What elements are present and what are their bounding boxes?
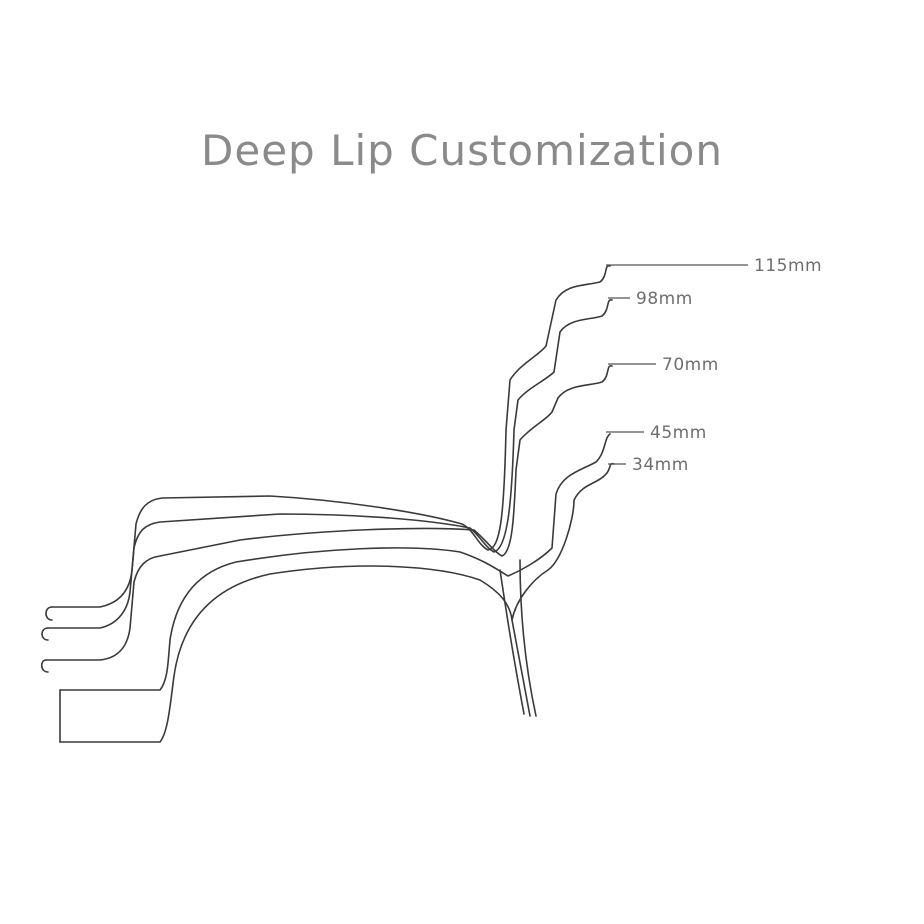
lip-outline-34mm bbox=[59, 462, 615, 743]
depth-labels: 115mm 98mm 70mm 45mm 34mm bbox=[632, 256, 822, 475]
lip-outline-70mm bbox=[45, 365, 613, 661]
left-hooks bbox=[40, 606, 61, 743]
lip-outline-45mm bbox=[59, 433, 611, 691]
lip-outlines bbox=[40, 265, 615, 743]
depth-label-34mm: 34mm bbox=[632, 455, 689, 475]
page-title: Deep Lip Customization bbox=[201, 126, 723, 175]
depth-label-98mm: 98mm bbox=[636, 289, 693, 309]
depth-label-70mm: 70mm bbox=[662, 355, 719, 375]
leader-lines bbox=[606, 264, 748, 465]
lip-outline-98mm bbox=[47, 299, 613, 629]
stem bbox=[499, 559, 537, 717]
depth-label-45mm: 45mm bbox=[650, 423, 707, 443]
depth-label-115mm: 115mm bbox=[754, 256, 822, 276]
lip-outline-115mm bbox=[51, 265, 611, 608]
